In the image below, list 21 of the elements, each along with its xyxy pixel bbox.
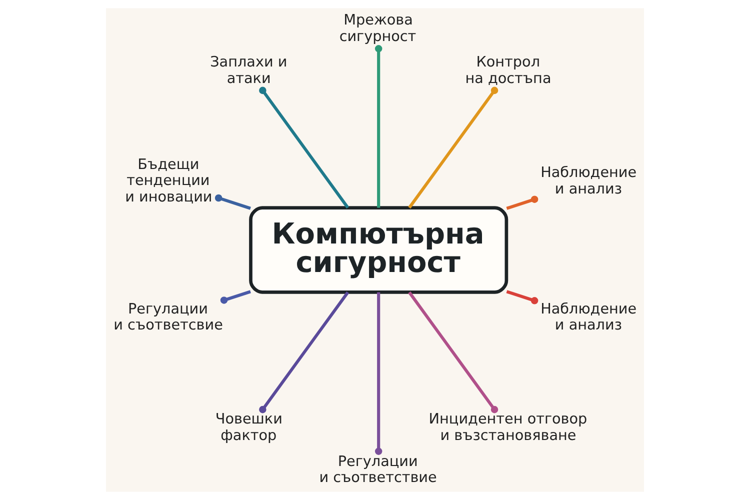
node-text: Мрежова сигурност xyxy=(339,12,416,45)
node-text: Контрол на достъпа xyxy=(465,54,552,87)
connector xyxy=(259,86,350,209)
connector xyxy=(220,290,251,304)
node-text: Бъдещи тенденции и иновации xyxy=(125,156,212,206)
connector xyxy=(408,291,498,414)
node-text: Заплахи и атаки xyxy=(210,54,288,87)
node-text: Регулации и съответсвие xyxy=(114,301,223,334)
node-text: Наблюдение и анализ xyxy=(540,301,637,334)
connector xyxy=(259,291,350,414)
node-text: Наблюдение и анализ xyxy=(540,165,637,198)
node-text: Регулации и съответствие xyxy=(319,454,437,486)
node-text: Инцидентен отговор и възстановяване xyxy=(428,412,588,444)
connector xyxy=(374,292,382,455)
connector xyxy=(506,290,538,304)
node-box: Компютърна сигурност xyxy=(249,206,508,294)
node-text: Човешки фактор xyxy=(215,412,282,444)
connector xyxy=(214,194,251,210)
connector xyxy=(408,86,498,209)
connector xyxy=(506,196,538,210)
connector xyxy=(374,45,382,208)
